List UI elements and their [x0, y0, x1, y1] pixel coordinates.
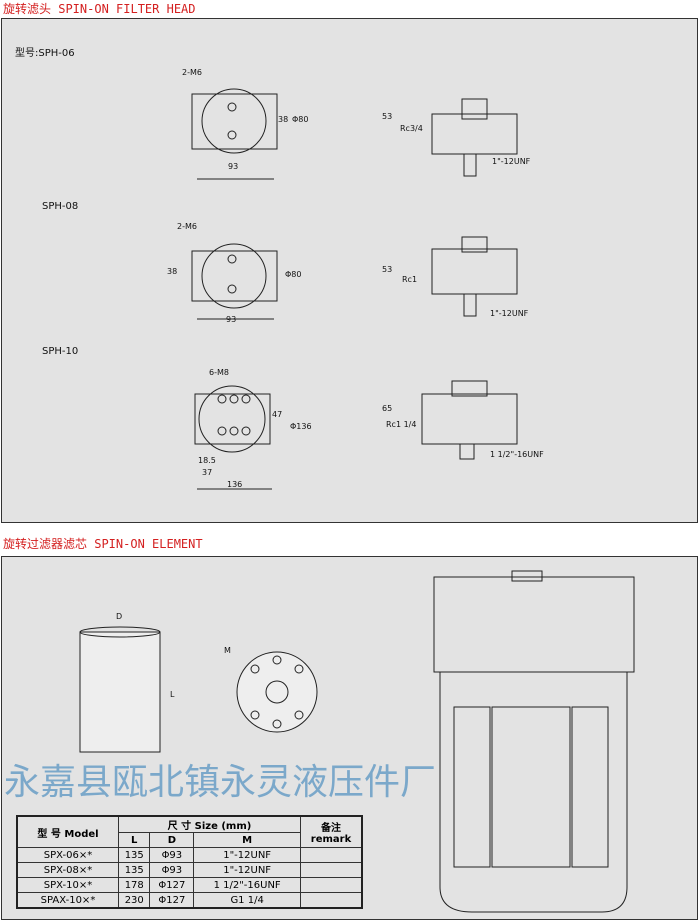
- dim-thread-08: 2-M6: [177, 222, 197, 231]
- dim-bottom-10: 1 1/2"-16UNF: [490, 450, 544, 459]
- cell-remark: [300, 877, 363, 893]
- head-section-title: 旋转滤头 SPIN-ON FILTER HEAD: [3, 2, 196, 16]
- element-drawings: D L M: [79, 570, 635, 913]
- cell-remark: [300, 862, 363, 878]
- model-sph06: 型号:SPH-06: [15, 48, 75, 59]
- cell-model: SPX-10×*: [16, 877, 119, 893]
- dim-dia-10: Φ136: [290, 422, 312, 431]
- sph06-side-view: [431, 98, 518, 177]
- cell-remark: [300, 892, 363, 909]
- dim-hole-08: 38: [167, 267, 177, 276]
- dim-d: D: [116, 612, 122, 621]
- cell-d: Φ127: [149, 892, 195, 909]
- dim-thread-06: 2-M6: [182, 68, 202, 77]
- element-section-title: 旋转过滤器滤芯 SPIN-ON ELEMENT: [3, 537, 203, 551]
- cell-model: SPX-06×*: [16, 847, 119, 863]
- sph10-top-view: [194, 385, 272, 490]
- watermark: 永嘉县瓯北镇永灵液压件厂: [4, 762, 437, 803]
- dim-hole-10: 47: [272, 410, 282, 419]
- cell-m: G1 1/4: [193, 892, 301, 909]
- dim-bottom-08: 1"-12UNF: [490, 309, 529, 318]
- dim-l: L: [170, 690, 175, 699]
- element-outline: [79, 626, 161, 753]
- dim-height-10: 65: [382, 404, 392, 413]
- col-l: L: [117, 832, 151, 848]
- cell-remark: [300, 847, 363, 863]
- cell-m: 1 1/2"-16UNF: [193, 877, 301, 893]
- filter-section-view: [433, 570, 635, 913]
- dim-dia-08: Φ80: [285, 270, 301, 279]
- filter-head-panel: 型号:SPH-06 SPH-08 SPH-10 2-M6 38 Φ80 93 5…: [1, 18, 698, 523]
- dim-dia-06: Φ80: [292, 115, 308, 124]
- cell-m: 1"-12UNF: [193, 862, 301, 878]
- model-sph10: SPH-10: [42, 346, 79, 357]
- cell-l: 135: [117, 847, 151, 863]
- dim-hole-06: 38: [278, 115, 288, 124]
- cell-d: Φ127: [149, 877, 195, 893]
- dim-thread-10: 6-M8: [209, 368, 229, 377]
- dim-width-06: 93: [228, 162, 238, 171]
- dim-b-10: 37: [202, 468, 212, 477]
- col-m: M: [193, 832, 301, 848]
- col-d: D: [149, 832, 195, 848]
- dim-width-08: 93: [226, 315, 236, 324]
- dim-a-10: 18.5: [198, 456, 216, 465]
- model-sph08: SPH-08: [42, 201, 79, 212]
- cell-d: Φ93: [149, 847, 195, 863]
- model-header: 型 号 Model: [16, 815, 119, 848]
- sph10-side-view: [421, 380, 518, 460]
- remark-header: 备注remark: [300, 815, 363, 848]
- dim-m: M: [224, 646, 231, 655]
- spin-on-element-panel: D L M 型 号 Model 尺 寸 Size (mm) 备注remark L…: [1, 556, 698, 920]
- filter-head-drawings: 2-M6 38 Φ80 93 53 Rc3/4 1"-12UNF 2-M6 38…: [167, 68, 544, 490]
- dim-bottom-06: 1"-12UNF: [492, 157, 531, 166]
- cell-d: Φ93: [149, 862, 195, 878]
- dim-port-06: Rc3/4: [400, 124, 423, 133]
- dim-width-10: 136: [227, 480, 242, 489]
- dim-height-08: 53: [382, 265, 392, 274]
- dim-port-08: Rc1: [402, 275, 417, 284]
- sph08-top-view: [191, 243, 278, 320]
- cell-model: SPAX-10×*: [16, 892, 119, 909]
- cell-m: 1"-12UNF: [193, 847, 301, 863]
- cell-l: 230: [117, 892, 151, 909]
- element-end-view: [236, 651, 318, 733]
- cell-model: SPX-08×*: [16, 862, 119, 878]
- cell-l: 178: [117, 877, 151, 893]
- sph08-side-view: [431, 236, 518, 317]
- dim-port-10: Rc1 1/4: [386, 420, 416, 429]
- size-header: 尺 寸 Size (mm): [118, 815, 301, 833]
- cell-l: 135: [117, 862, 151, 878]
- dim-height-06: 53: [382, 112, 392, 121]
- sph06-top-view: [191, 88, 278, 180]
